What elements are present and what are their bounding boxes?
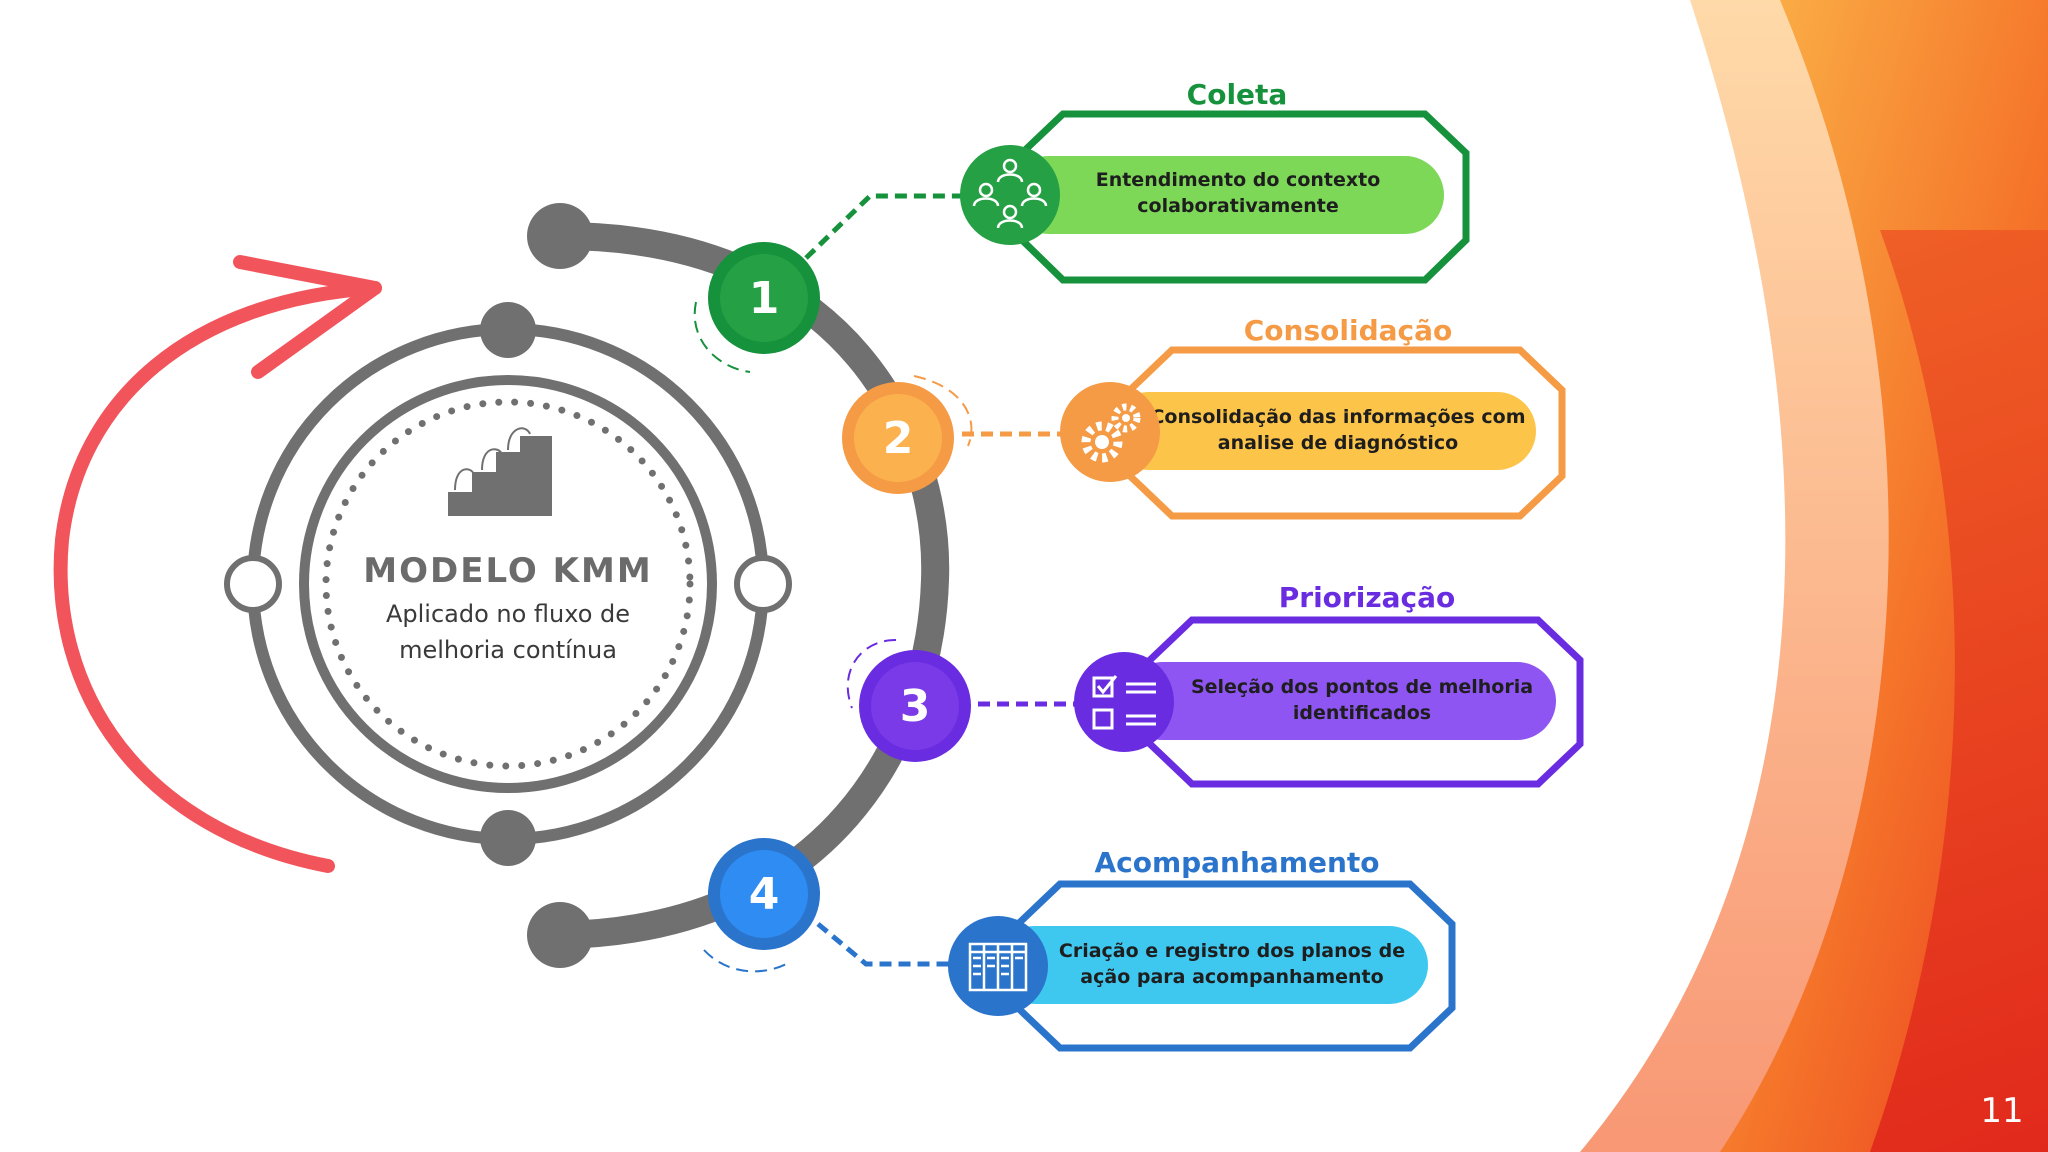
step-2-desc-line1: Consolidação das informações com xyxy=(1150,406,1525,428)
connectors xyxy=(693,193,1082,973)
step-4-desc-line2: ação para acompanhamento xyxy=(1080,966,1383,988)
step-1-desc-line2: colaborativamente xyxy=(1137,195,1338,217)
step-3-priorizacao: Priorização Seleção dos pontos de melhor… xyxy=(859,581,1584,788)
center-subtitle-line2: melhoria contínua xyxy=(399,636,617,664)
step-4-title: Acompanhamento xyxy=(1094,846,1379,879)
step-2-title: Consolidação xyxy=(1244,314,1452,347)
kanban-board-icon xyxy=(948,916,1048,1016)
step-4-desc-line1: Criação e registro dos planos de xyxy=(1059,940,1405,962)
checklist-icon xyxy=(1074,652,1174,752)
stairs-icon xyxy=(448,427,552,516)
center-title: MODELO KMM xyxy=(363,551,652,591)
step-2-desc-line2: analise de diagnóstico xyxy=(1218,432,1458,454)
step-3-desc-line1: Seleção dos pontos de melhoria xyxy=(1191,676,1533,698)
center-hub xyxy=(224,302,792,866)
center-subtitle-line1: Aplicado no fluxo de xyxy=(386,600,630,628)
step-3-title: Priorização xyxy=(1279,581,1456,614)
step-4-number: 4 xyxy=(749,869,780,920)
step-1-title: Coleta xyxy=(1187,78,1288,111)
gears-icon xyxy=(1060,382,1160,482)
step-1-desc-line1: Entendimento do contexto xyxy=(1096,169,1381,191)
step-3-number: 3 xyxy=(900,681,931,732)
step-3-desc-line2: identificados xyxy=(1293,702,1431,724)
collaboration-people-icon xyxy=(960,145,1060,245)
step-2-consolidacao: Consolidação Consolidação das informaçõe… xyxy=(842,314,1566,520)
step-1-coleta: Coleta Entendimento do contexto colabora… xyxy=(708,78,1470,354)
page-number: 11 xyxy=(1980,1091,2023,1131)
step-1-number: 1 xyxy=(749,273,780,324)
background-wave-decoration xyxy=(1580,0,2048,1152)
cycle-arrow xyxy=(53,255,382,873)
step-2-number: 2 xyxy=(883,413,914,464)
step-4-acompanhamento: Acompanhamento Criação e registro dos pl… xyxy=(708,838,1456,1052)
